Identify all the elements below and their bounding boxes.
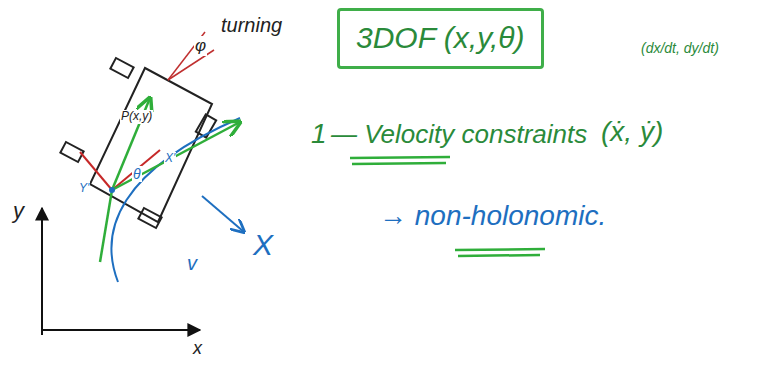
wheel	[138, 208, 161, 228]
box-text: 3DOF (x,y,θ)	[356, 21, 525, 56]
wheel	[110, 58, 133, 78]
note-text: turning	[220, 14, 283, 37]
formula: (ẋ, ẏ)	[600, 116, 664, 148]
underline	[455, 249, 545, 256]
velocity-arrow	[100, 190, 112, 262]
note-text: → non-holonomic.	[378, 200, 607, 232]
y-axis	[41, 208, 43, 335]
underline	[350, 157, 450, 164]
list-number: 1	[310, 118, 328, 150]
formula: (dx/dt, dy/dt)	[640, 40, 720, 56]
velocity-label: v	[186, 252, 198, 275]
point-label: P(x,y)	[120, 110, 153, 124]
axis-label: X	[252, 228, 274, 263]
car-body	[90, 68, 212, 222]
direction-arrow	[202, 196, 244, 232]
steer-line	[168, 50, 214, 80]
x-axis	[42, 329, 200, 331]
note-text: — Velocity constraints	[330, 120, 588, 150]
axis-label: X'	[164, 152, 176, 166]
reference-point	[109, 187, 115, 193]
axis-label: x	[192, 338, 203, 359]
axis-label: y	[12, 198, 25, 223]
title-box: 3DOF (x,y,θ)	[337, 8, 544, 69]
angle-symbol: φ	[194, 36, 207, 56]
axis-label: Y'	[78, 182, 90, 196]
angle-symbol: θ	[132, 166, 142, 182]
velocity-arrow	[112, 122, 240, 190]
